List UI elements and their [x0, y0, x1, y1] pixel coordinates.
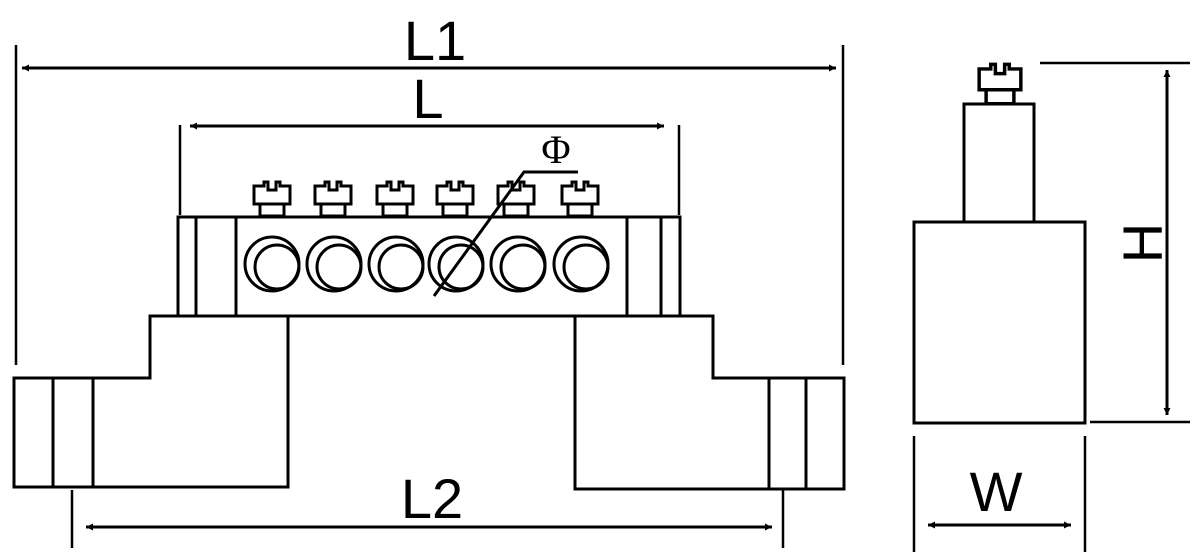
side-view: H W [912, 61, 1190, 552]
screw-1 [252, 180, 292, 218]
label-l: L [412, 67, 443, 130]
base-left-step [91, 314, 290, 489]
screw-4 [435, 180, 475, 218]
label-diameter: Φ [541, 127, 570, 172]
base-right-step [573, 314, 771, 491]
label-l1: L1 [404, 9, 466, 72]
side-screw-head [979, 64, 1021, 103]
screw-3 [375, 180, 415, 218]
label-l2: L2 [401, 467, 463, 530]
side-body [912, 220, 1087, 425]
front-view: L1 L L2 Φ [12, 9, 846, 548]
busbar-body [176, 215, 682, 318]
side-neck [962, 102, 1036, 224]
screw-2 [313, 180, 353, 218]
label-h: H [1111, 223, 1174, 263]
diameter-leader [432, 170, 578, 297]
label-w: W [970, 460, 1023, 523]
screw-6 [560, 180, 600, 218]
terminal-holes [243, 235, 610, 293]
